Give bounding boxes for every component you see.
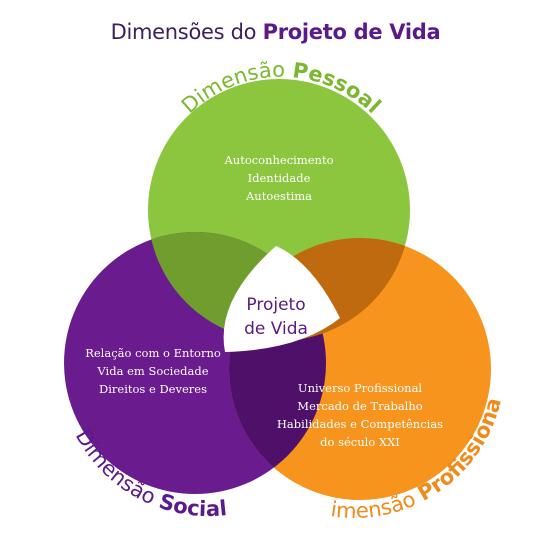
center-label-line2: de Vida: [244, 319, 308, 339]
title-regular: Dimensões do: [110, 20, 257, 44]
social-item: Vida em Sociedade: [97, 364, 209, 378]
pessoal-items: Autoconhecimento Identidade Autoestima: [209, 151, 349, 205]
social-items: Relação com o Entorno Vida em Sociedade …: [78, 344, 228, 398]
pessoal-item: Autoconhecimento: [224, 153, 334, 167]
profissional-items: Universo Profissional Mercado de Trabalh…: [275, 379, 445, 451]
pessoal-item: Autoestima: [245, 189, 313, 203]
title-bold: Projeto de Vida: [262, 20, 441, 44]
pessoal-item: Identidade: [247, 171, 311, 185]
page-title: Dimensões do Projeto de Vida: [0, 20, 551, 44]
profissional-item: Universo Profissional: [297, 381, 423, 395]
profissional-item: Habilidades e Competências: [276, 417, 444, 431]
center-label: Projeto de Vida: [231, 293, 321, 341]
overlap-profissional-pessoal: [229, 238, 410, 341]
social-item: Direitos e Deveres: [99, 382, 207, 396]
profissional-item: Mercado de Trabalho: [297, 399, 423, 413]
center-label-line1: Projeto: [246, 295, 306, 315]
profissional-item: do século XXI: [320, 435, 400, 449]
center-region: [223, 246, 340, 352]
social-item: Relação com o Entorno: [85, 346, 221, 360]
